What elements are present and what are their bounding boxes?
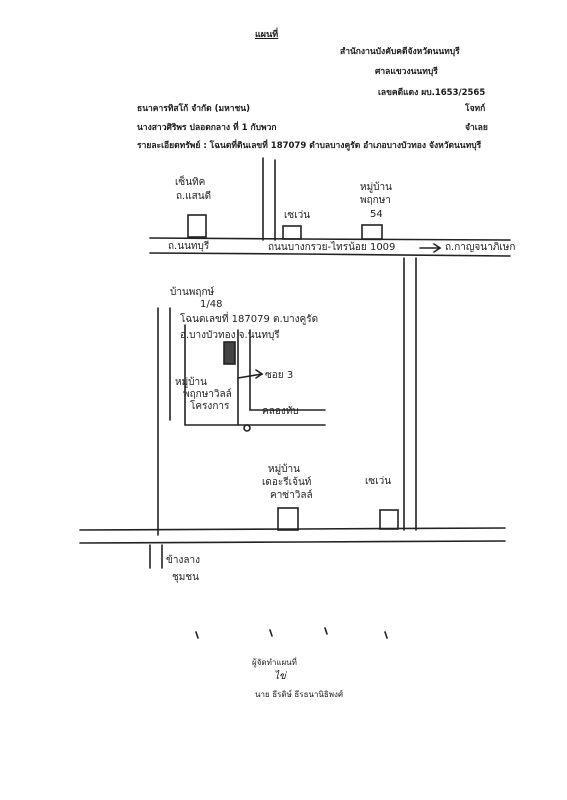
plaintiff-name: ธนาคารทิสโก้ จำกัด (มหาชน) — [137, 104, 250, 114]
subject-plot-marker — [223, 341, 236, 365]
label-left-building-3: โครงการ — [190, 399, 230, 412]
building-seventh — [187, 214, 207, 238]
location-point — [243, 424, 251, 432]
label-bottom-building-1: หมู่บ้าน — [268, 463, 300, 475]
main-road-top-edge — [149, 237, 511, 241]
defendant-name: นางสาวศิริพร ปลอดกลาง ที่ 1 กับพวก — [137, 123, 277, 133]
label-road-right: ถ.กาญจนาภิเษก — [445, 242, 515, 253]
label-bottom-road-1: ข้างลาง — [166, 554, 200, 566]
case-number: เลขคดีแดง ผบ.1653/2565 — [378, 88, 486, 98]
court-name: ศาลแขวงนนทบุรี — [375, 67, 438, 77]
soi-arrow — [237, 373, 263, 379]
building-bottom-village — [277, 507, 299, 531]
bottom-road-bottom-edge — [79, 540, 506, 544]
building-market — [282, 225, 302, 240]
label-left-building-2: พฤกษาวิลล์ — [183, 388, 232, 400]
label-plot-line1: โฉนดเลขที่ 187079 ต.บางคูรัด — [180, 311, 318, 325]
label-bottom-building-3: คาซ่าวิลล์ — [270, 489, 313, 501]
label-plot-line2: อ.บางบัวทอง จ.นนทบุรี — [180, 329, 280, 341]
label-bottom-right-market: เซเว่น — [365, 476, 391, 487]
tick-mark — [324, 627, 328, 635]
defendant-role: จำเลย — [465, 123, 488, 133]
label-road-main: ถนนบางกรวย-ไทรน้อย 1009 — [268, 241, 395, 253]
signature: ไข่ — [274, 671, 286, 682]
plot-outline — [184, 324, 326, 426]
road-arrow-head — [433, 243, 442, 253]
label-village-top: หมู่บ้าน — [360, 181, 392, 193]
tick-mark — [269, 629, 273, 637]
label-village-gate-no: 1/48 — [200, 299, 222, 310]
label-bottom-road-2: ชุมชน — [172, 572, 199, 583]
label-top-left-road: ถ.แสนดี — [176, 190, 211, 202]
office-name: สำนักงานบังคับคดีจังหวัดนนทบุรี — [340, 47, 460, 57]
building-village — [361, 224, 383, 240]
asset-description: รายละเอียดทรัพย์ : โฉนดที่ดินเลขที่ 1870… — [137, 141, 482, 151]
label-canal: คลองทับ — [262, 406, 299, 417]
tick-mark — [384, 631, 388, 639]
bottom-road-top-edge — [79, 527, 506, 531]
map-maker-name: นาย ธีรดิษ์ ธีรธนานิธิพงศ์ — [255, 690, 344, 699]
label-top-left-building: เซ็นทิค — [175, 174, 205, 188]
main-road-bottom-edge — [149, 252, 511, 257]
label-bottom-building-2: เดอะรีเจ้นท์ — [262, 476, 311, 488]
label-village-name: พฤกษา — [360, 195, 391, 206]
label-soi: ซอย 3 — [265, 370, 293, 381]
plaintiff-role: โจทก์ — [465, 104, 486, 114]
label-left-building-1: หมู่บ้าน — [175, 376, 207, 388]
building-bottom-market — [379, 509, 399, 530]
page-title: แผนที่ — [255, 30, 279, 40]
tick-mark — [195, 631, 199, 639]
label-village-no: 54 — [370, 209, 383, 220]
soi-arrow-head — [255, 369, 264, 379]
label-top-market: เซเว่น — [284, 210, 310, 221]
label-road-left: ถ.นนทบุรี — [168, 240, 210, 252]
map-maker-label: ผู้จัดทำแผนที่ — [252, 658, 297, 667]
label-village-gate: บ้านพฤกษ์ — [170, 286, 215, 298]
